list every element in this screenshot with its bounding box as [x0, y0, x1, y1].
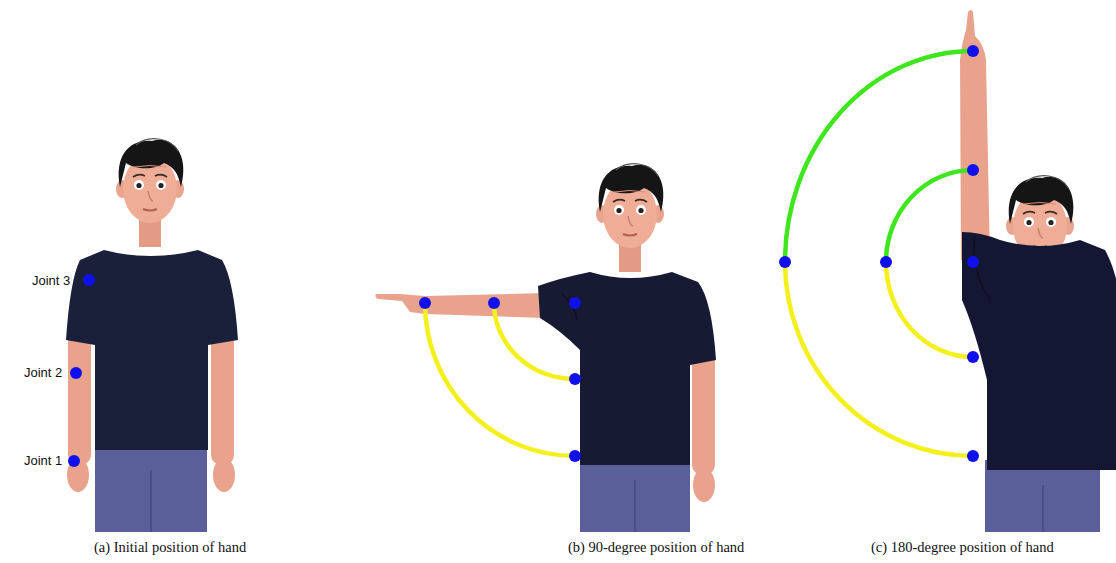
person-90-degree-part: [596, 164, 664, 272]
person-initial: [66, 139, 238, 532]
person-180-degree-part: [960, 10, 990, 260]
person-initial-part: [211, 330, 234, 465]
joint-dots-part: [967, 351, 979, 363]
person-initial-part: [66, 250, 238, 450]
joint-label: Joint 3: [32, 273, 70, 289]
joint-dots-part: [70, 367, 82, 379]
subfigure-caption: (a) Initial position of hand: [94, 538, 246, 556]
rotation-arcs-part: [886, 262, 973, 357]
person-90-degree-part: [693, 468, 715, 502]
person-90-degree-part: [580, 455, 690, 532]
subfigure-caption: (c) 180-degree position of hand: [871, 538, 1054, 556]
person-180-degree-part: [1042, 485, 1044, 532]
person-180-degree-part: [985, 460, 1100, 532]
person-90-degree-part: [538, 272, 716, 465]
subfigure-caption: (b) 90-degree position of hand: [568, 538, 744, 556]
rotation-arcs: [425, 51, 973, 456]
joint-dots-part: [779, 256, 791, 268]
joint-label: Joint 1: [24, 453, 62, 469]
joint-dots-part: [83, 274, 95, 286]
joint-dots-part: [967, 45, 979, 57]
joint-dots-part: [967, 256, 979, 268]
joint-label: Joint 2: [24, 365, 62, 381]
rotation-arcs-part: [425, 303, 575, 456]
joint-dots-part: [569, 450, 581, 462]
person-initial-part: [213, 458, 235, 492]
person-90-degree-part: [692, 350, 715, 475]
rotation-arcs-part: [785, 262, 973, 456]
person-initial-part: [150, 470, 152, 532]
person-180-degree-part: [962, 232, 1116, 470]
joint-dots-part: [967, 164, 979, 176]
person-90-degree-part: [375, 293, 545, 318]
joint-dots-part: [419, 297, 431, 309]
person-90-degree: [375, 164, 716, 532]
person-initial-part: [68, 330, 91, 465]
joint-dots-part: [967, 450, 979, 462]
joint-dots-part: [488, 297, 500, 309]
joint-dots-part: [569, 297, 581, 309]
joint-dots-part: [880, 256, 892, 268]
rotation-arcs-part: [785, 51, 973, 262]
joint-dots: [68, 45, 979, 467]
person-initial-part: [116, 139, 184, 247]
person-90-degree-part: [634, 480, 636, 532]
person-180-degree-part: [974, 236, 990, 300]
person-180-degree: [960, 10, 1116, 532]
joint-dots-part: [569, 373, 581, 385]
joint-dots-part: [68, 455, 80, 467]
rotation-arcs-part: [494, 303, 575, 379]
rotation-arcs-part: [886, 170, 973, 262]
person-initial-part: [95, 440, 207, 532]
